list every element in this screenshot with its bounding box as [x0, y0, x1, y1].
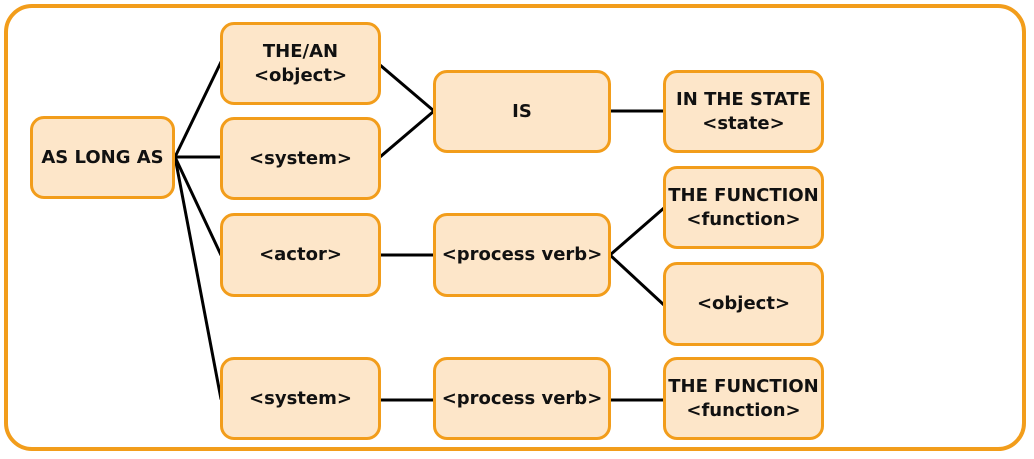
- node-object: <object>: [663, 262, 824, 346]
- node-as-long-as-label: AS LONG AS: [41, 146, 164, 168]
- node-process-verb-2-label: <process verb>: [441, 387, 603, 409]
- node-the-function-2: THE FUNCTION <function>: [663, 357, 824, 440]
- node-the-function-1-line1: THE FUNCTION: [668, 184, 819, 206]
- node-actor: <actor>: [220, 213, 381, 297]
- node-in-the-state-line2: <state>: [702, 112, 785, 134]
- node-process-verb-1-label: <process verb>: [441, 244, 603, 265]
- node-process-verb-2: <process verb>: [433, 357, 611, 440]
- node-in-the-state-line1: IN THE STATE: [676, 88, 811, 110]
- node-process-verb-1: <process verb>: [433, 213, 611, 297]
- connector-aslongas-theanobject: [173, 60, 223, 159]
- node-is-label: IS: [512, 100, 532, 122]
- node-the-function-2-line2: <function>: [686, 399, 801, 421]
- connector-processverb1-thefunction1: [608, 206, 666, 257]
- node-the-function-2-line1: THE FUNCTION: [668, 375, 819, 397]
- node-the-function-1-line2: <function>: [686, 208, 801, 230]
- node-the-function-1: THE FUNCTION <function>: [663, 166, 824, 249]
- node-in-the-state: IN THE STATE <state>: [663, 70, 824, 153]
- node-system-2-label: <system>: [249, 387, 352, 409]
- node-system-1: <system>: [220, 117, 381, 200]
- node-system-1-label: <system>: [249, 147, 352, 169]
- node-the-an-object-line1: THE/AN: [262, 40, 339, 62]
- node-as-long-as: AS LONG AS: [30, 116, 175, 199]
- connector-theanobject-is: [378, 63, 436, 113]
- node-object-label: <object>: [696, 293, 791, 314]
- node-is: IS: [433, 70, 611, 153]
- connector-aslongas-system2: [173, 155, 223, 401]
- node-the-an-object-line2: <object>: [253, 64, 348, 86]
- connector-aslongas-actor: [173, 155, 223, 257]
- connector-processverb1-object: [608, 253, 666, 307]
- connector-system1-is: [378, 109, 436, 159]
- node-system-2: <system>: [220, 357, 381, 440]
- node-actor-label: <actor>: [259, 244, 342, 265]
- node-the-an-object: THE/AN <object>: [220, 22, 381, 105]
